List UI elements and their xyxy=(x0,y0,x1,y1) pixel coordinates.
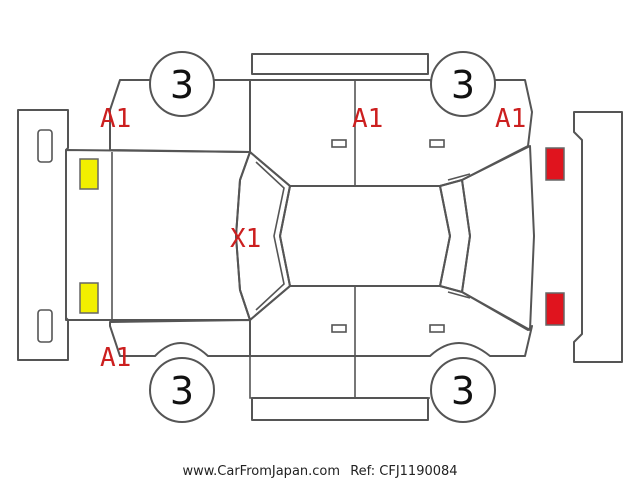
footer-website: www.CarFromJapan.com xyxy=(182,464,340,479)
headlight-left xyxy=(79,158,99,190)
wheel-front-bottom-grade: 3 xyxy=(170,369,194,413)
wheel-rear-top: 3 xyxy=(430,51,496,117)
front-bumper xyxy=(17,109,69,361)
rear-bumper xyxy=(573,111,623,363)
mark-windshield: X1 xyxy=(230,224,261,254)
mark-front-fender-top: A1 xyxy=(100,104,131,134)
side-profile-bottom xyxy=(109,285,533,421)
headlight-right xyxy=(79,282,99,314)
wheel-front-top: 3 xyxy=(149,51,215,117)
wheel-rear-top-grade: 3 xyxy=(451,63,475,107)
footer-reference: www.CarFromJapan.com Ref: CFJ1190084 xyxy=(182,464,457,479)
footer-ref: Ref: CFJ1190084 xyxy=(350,464,457,479)
wheel-front-bottom: 3 xyxy=(149,357,215,423)
mark-front-fender-bottom: A1 xyxy=(100,343,131,373)
taillight-bottom xyxy=(545,292,565,326)
wheel-rear-bottom: 3 xyxy=(430,357,496,423)
taillight-top xyxy=(545,147,565,181)
mark-roof-door-top: A1 xyxy=(352,104,383,134)
rear-window xyxy=(439,145,535,331)
mark-rear-fender-top: A1 xyxy=(495,104,526,134)
wheel-rear-bottom-grade: 3 xyxy=(451,369,475,413)
roof xyxy=(279,185,451,287)
wheel-front-top-grade: 3 xyxy=(170,63,194,107)
